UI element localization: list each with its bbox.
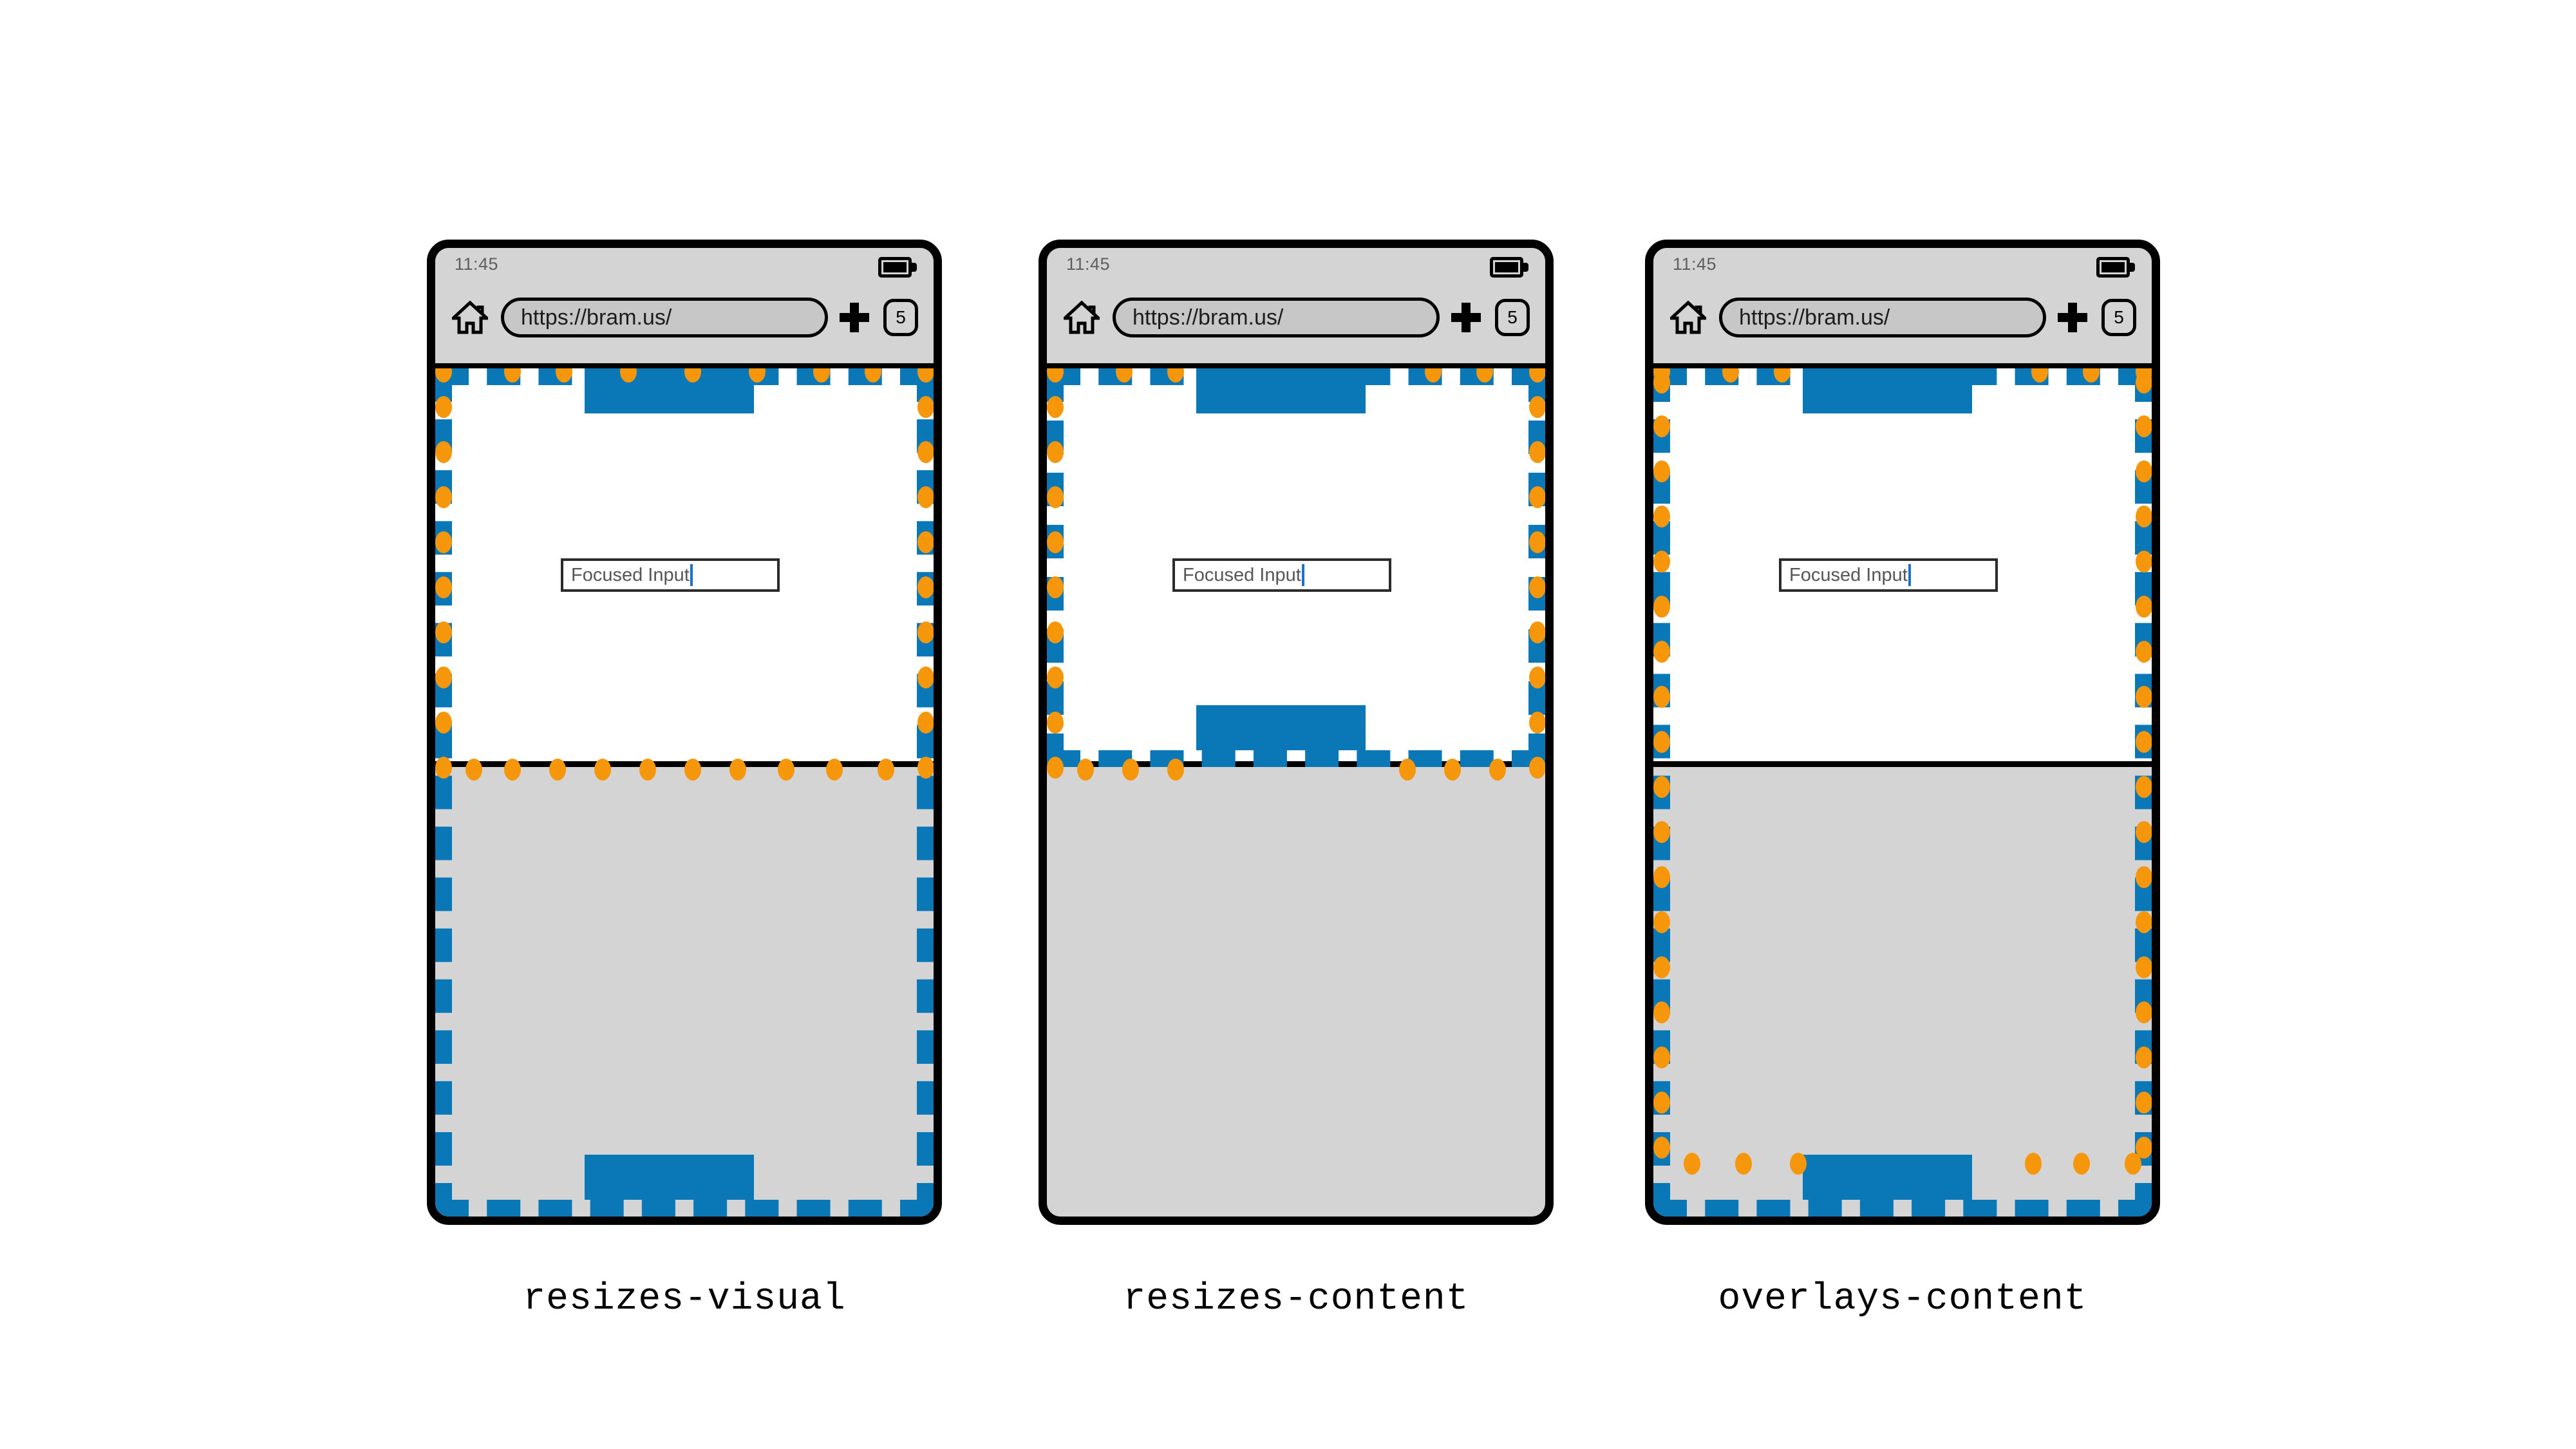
page-area: Focused Input <box>435 368 934 1217</box>
browser-toolbar: https://bram.us/ 5 <box>1653 279 2152 356</box>
status-clock: 11:45 <box>455 254 499 274</box>
status-clock: 11:45 <box>1673 254 1717 274</box>
caption-overlays-content: overlays-content <box>1718 1278 2087 1320</box>
content-footer-block <box>1803 1155 1973 1200</box>
tab-count-button[interactable]: 5 <box>1495 299 1530 336</box>
on-screen-keyboard[interactable] <box>1653 767 2152 1217</box>
battery-icon <box>1490 257 1528 278</box>
url-text: https://bram.us/ <box>1133 305 1284 330</box>
url-bar[interactable]: https://bram.us/ <box>501 298 828 337</box>
focused-input-value: Focused Input <box>1789 564 1908 585</box>
browser-chrome: 11:45 https://bram.us/ 5 <box>1047 248 1545 368</box>
focused-input-value: Focused Input <box>571 564 690 585</box>
browser-chrome: 11:45 https://bram.us/ 5 <box>435 248 934 368</box>
phone-mockup-resizes-visual: 11:45 https://bram.us/ 5 <box>427 240 942 1225</box>
battery-icon <box>2096 257 2135 278</box>
caption-resizes-visual: resizes-visual <box>523 1278 846 1320</box>
phone-screen: 11:45 https://bram.us/ 5 <box>435 248 934 1217</box>
tab-count-button[interactable]: 5 <box>883 299 918 336</box>
phone-screen: 11:45 https://bram.us/ 5 <box>1653 248 2152 1217</box>
content-header-block <box>1196 368 1366 413</box>
home-icon[interactable] <box>452 301 488 334</box>
page-area: Focused Input <box>1047 368 1545 1217</box>
caption-resizes-content: resizes-content <box>1123 1278 1469 1320</box>
content-footer-block <box>1196 705 1366 750</box>
focused-input-value: Focused Input <box>1183 564 1301 585</box>
phone-mockup-resizes-content: 11:45 https://bram.us/ 5 <box>1039 240 1554 1225</box>
tab-count-button[interactable]: 5 <box>2101 299 2136 336</box>
url-text: https://bram.us/ <box>1739 305 1890 330</box>
home-icon[interactable] <box>1670 301 1706 334</box>
phone-mockup-overlays-content: 11:45 https://bram.us/ 5 <box>1645 240 2160 1225</box>
browser-toolbar: https://bram.us/ 5 <box>435 279 934 356</box>
url-bar[interactable]: https://bram.us/ <box>1719 298 2046 337</box>
text-caret <box>1908 564 1911 586</box>
url-text: https://bram.us/ <box>521 305 672 330</box>
status-clock: 11:45 <box>1066 254 1111 274</box>
browser-chrome: 11:45 https://bram.us/ 5 <box>1653 248 2152 368</box>
battery-icon <box>878 257 917 278</box>
on-screen-keyboard[interactable] <box>435 767 934 1217</box>
plus-icon[interactable] <box>2058 303 2087 332</box>
focused-text-input[interactable]: Focused Input <box>1779 558 1998 592</box>
plus-icon[interactable] <box>840 303 869 332</box>
content-footer-block <box>585 1155 755 1200</box>
browser-toolbar: https://bram.us/ 5 <box>1047 279 1545 356</box>
content-header-block <box>1803 368 1973 413</box>
on-screen-keyboard[interactable] <box>1047 767 1545 1217</box>
phone-screen: 11:45 https://bram.us/ 5 <box>1047 248 1545 1217</box>
text-caret <box>690 564 693 586</box>
content-header-block <box>585 368 755 413</box>
text-caret <box>1301 564 1304 586</box>
focused-text-input[interactable]: Focused Input <box>561 558 780 592</box>
page-area: Focused Input <box>1653 368 2152 1217</box>
url-bar[interactable]: https://bram.us/ <box>1113 298 1440 337</box>
plus-icon[interactable] <box>1451 303 1481 332</box>
home-icon[interactable] <box>1064 301 1100 334</box>
focused-text-input[interactable]: Focused Input <box>1172 558 1391 592</box>
